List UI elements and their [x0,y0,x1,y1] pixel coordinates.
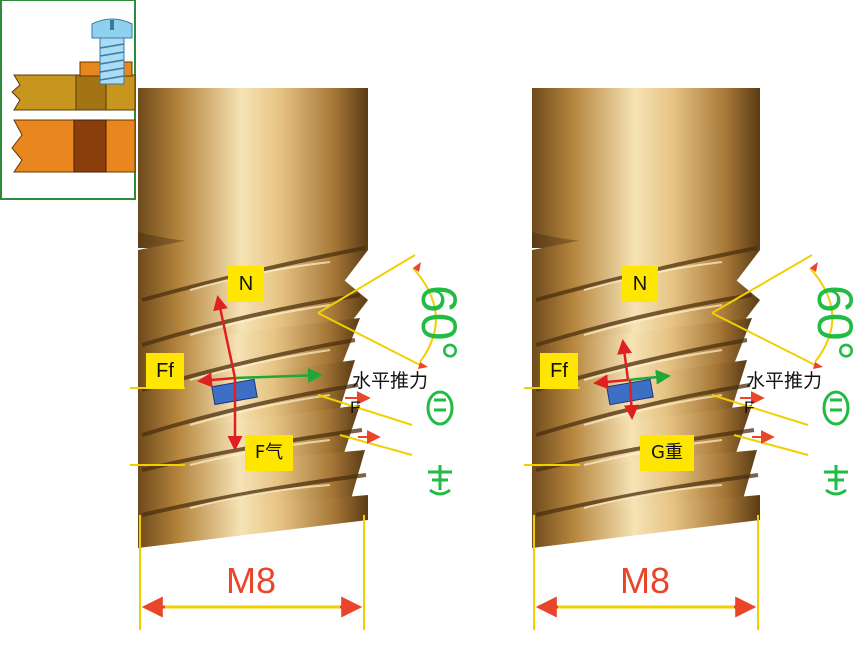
bolt-left [138,88,368,548]
pitch-arrows-left [345,391,381,444]
force-f-label-right: F [744,398,755,417]
normal-force-label-left: N [228,266,264,302]
assembly-thumbnail [0,0,136,200]
side-mark-right [822,390,850,496]
push-arrow-right [627,369,671,385]
pitch-arrows-right [740,391,775,444]
thread-angle-lines-left [130,254,421,466]
friction-arrow-left [197,372,236,388]
bolt-right [532,88,760,548]
down-force-label-right: G重 [640,435,694,471]
angle-arc-left [412,262,437,369]
down-arrow-right [623,379,639,420]
dimension-line-right [533,515,759,630]
push-force-label-left: 水平推力 [352,370,429,392]
friction-force-label-right: Ff [540,353,578,389]
friction-arrow-right [593,374,629,390]
size-label-right: M8 [620,560,671,601]
normal-arrow-left [213,295,237,379]
force-diagram-right [593,339,671,420]
friction-force-label-left: Ff [146,353,184,389]
side-mark-left [426,390,454,496]
angle-label-right: 60° [807,285,863,361]
push-arrow-left [234,367,323,383]
size-label-left: M8 [226,560,277,601]
push-force-label-right: 水平推力 [746,370,823,392]
normal-arrow-right [617,339,633,381]
normal-force-label-right: N [622,266,658,302]
angle-label-left: 60° [411,285,467,361]
force-diagram-left [197,295,323,451]
force-f-label-left: F [350,398,361,417]
dimension-line-left [139,515,365,630]
angle-arc-right [809,262,834,369]
down-force-label-left: F气 [245,435,293,471]
